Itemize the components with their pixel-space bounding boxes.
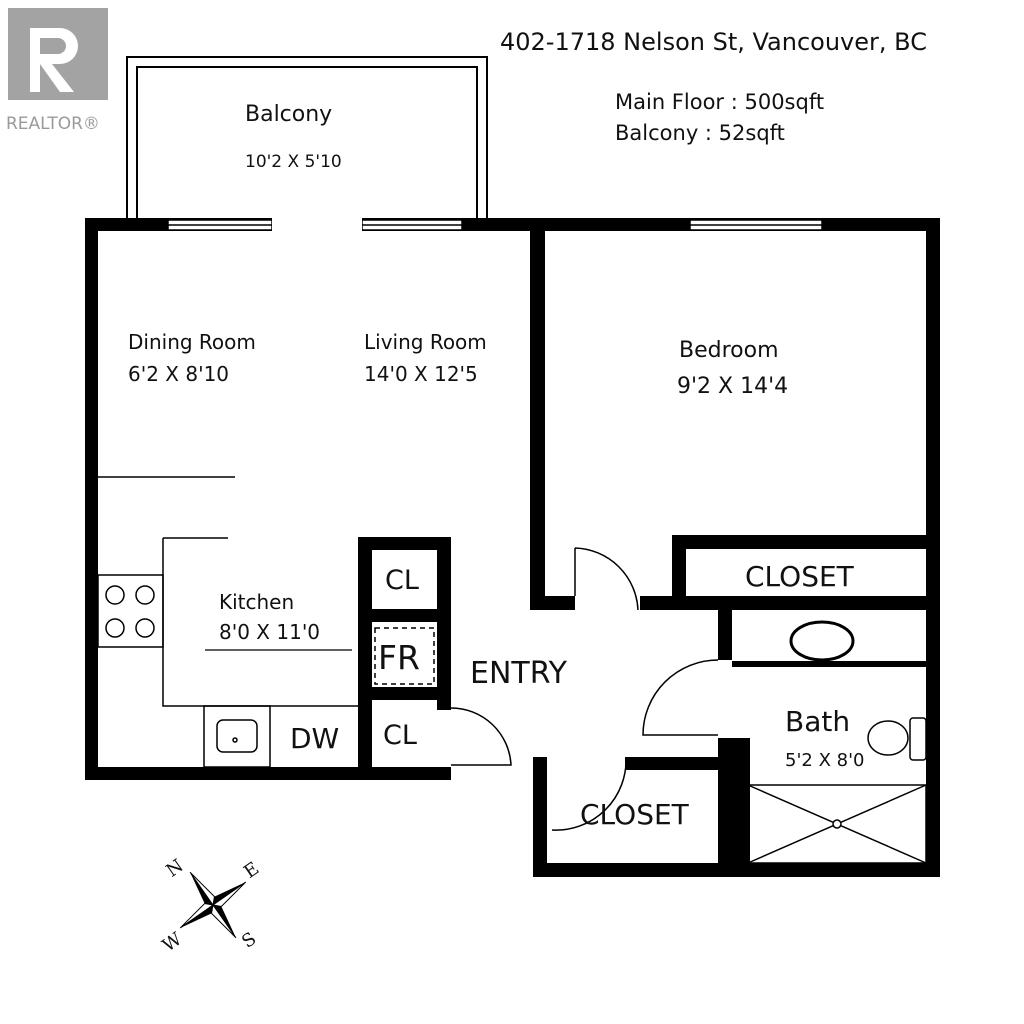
main-floor-area: Main Floor : 500sqft (615, 90, 825, 114)
dishwasher-label: DW (290, 722, 340, 755)
bath-label: Bath (785, 705, 851, 738)
balcony-area: Balcony : 52sqft (615, 121, 785, 145)
kitchen-label: Kitchen (219, 590, 295, 614)
walls (85, 218, 940, 877)
bedroom-closet-label: CLOSET (745, 560, 854, 593)
balcony-label: Balcony (245, 102, 333, 127)
fridge-label: FR (378, 638, 420, 677)
bath-dim: 5'2 X 8'0 (785, 750, 865, 771)
balcony-dim: 10'2 X 5'10 (245, 152, 342, 172)
bedroom-label: Bedroom (679, 338, 779, 363)
entry-label: ENTRY (470, 656, 567, 691)
dining-room-label: Dining Room (128, 330, 256, 354)
living-room-dim: 14'0 X 12'5 (364, 362, 478, 386)
dining-room-dim: 6'2 X 8'10 (128, 362, 230, 386)
realtor-logo (8, 8, 108, 112)
compass-icon (179, 871, 247, 939)
bedroom-dim: 9'2 X 14'4 (677, 374, 789, 399)
realtor-logo-text: REALTOR® (6, 114, 100, 134)
closet-bottom-label: CL (383, 720, 417, 751)
living-room-label: Living Room (364, 330, 487, 354)
windows (167, 218, 823, 231)
balcony-outline (126, 56, 488, 218)
entry-closet-label: CLOSET (580, 798, 689, 831)
address-title: 402-1718 Nelson St, Vancouver, BC (500, 28, 927, 56)
closet-top-label: CL (385, 565, 419, 596)
fixtures (97, 476, 930, 864)
kitchen-dim: 8'0 X 11'0 (219, 620, 321, 644)
